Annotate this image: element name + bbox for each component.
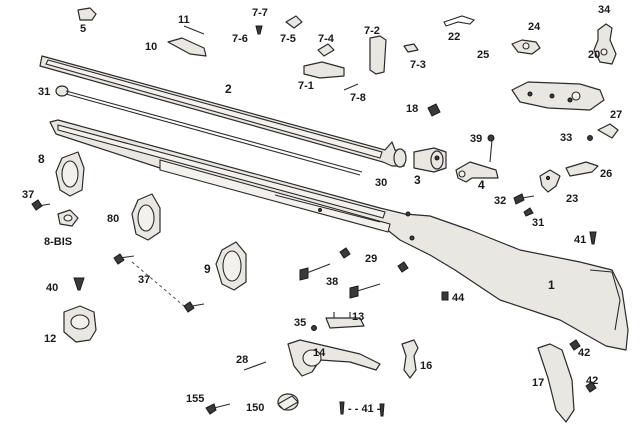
bolster-part — [455, 161, 499, 183]
trigger-part — [401, 339, 419, 379]
nipple-part — [427, 103, 441, 117]
label-7-3: 7-3 — [410, 59, 426, 71]
label-37-upper: 37 — [22, 189, 34, 201]
label-155: 155 — [186, 393, 204, 405]
label-29: 29 — [365, 253, 377, 265]
label-20: 20 — [588, 49, 600, 61]
sear-spring-part — [565, 161, 599, 177]
bridle-part — [597, 123, 619, 139]
label-3: 3 — [414, 173, 421, 187]
label-17: 17 — [532, 377, 544, 389]
label-8: 8 — [38, 152, 45, 166]
butt-plate-part — [537, 343, 575, 423]
screw-155-part — [205, 403, 231, 415]
label-5: 5 — [80, 23, 86, 35]
stock-part — [49, 119, 629, 351]
band-80-part — [131, 193, 161, 241]
label-11: 11 — [178, 14, 190, 26]
forend-cap-part — [63, 305, 97, 343]
label-14: 14 — [313, 347, 326, 359]
label-150: 150 — [246, 402, 264, 414]
label-23: 23 — [566, 193, 578, 205]
label-27: 27 — [610, 109, 622, 121]
pin-28-part — [243, 361, 267, 371]
label-24: 24 — [528, 21, 541, 33]
screws-42-part — [569, 339, 597, 393]
mainspring-part — [443, 15, 476, 27]
label-32: 32 — [494, 195, 506, 207]
label-33: 33 — [560, 132, 572, 144]
sear-part — [539, 169, 561, 193]
label-9: 9 — [204, 262, 211, 276]
pin-39-part — [487, 134, 495, 163]
label-80: 80 — [107, 213, 119, 225]
label-31-ramrod: 31 — [38, 86, 50, 98]
pin-44-part — [441, 291, 449, 301]
label-28: 28 — [236, 354, 248, 366]
label-38: 38 — [326, 276, 338, 288]
front-sight-part — [77, 7, 97, 21]
trigger-guard-part — [287, 339, 381, 377]
ramrod-part — [55, 85, 363, 176]
label-26: 26 — [600, 168, 612, 180]
lock-plate-part — [511, 81, 605, 111]
label-41-bottom: - - 41 - — [348, 403, 381, 415]
label-18: 18 — [406, 103, 418, 115]
lock-screws-part — [513, 193, 535, 217]
band-8bis-part — [57, 209, 79, 227]
label-13: 13 — [352, 311, 364, 323]
screw-33-part — [587, 135, 593, 141]
label-40: 40 — [46, 282, 58, 294]
band-screws-part — [31, 199, 205, 313]
label-7-5: 7-5 — [280, 33, 296, 45]
label-7-7: 7-7 — [252, 7, 268, 19]
label-37-lower: 37 — [138, 274, 150, 286]
label-42-upper: 42 — [578, 347, 590, 359]
label-7-4: 7-4 — [318, 33, 335, 45]
label-42-lower: 42 — [586, 375, 598, 387]
tumbler-part — [511, 39, 541, 55]
rear-sight-part — [167, 15, 419, 91]
label-35: 35 — [294, 317, 306, 329]
barrel-part — [39, 55, 407, 168]
label-41-right: 41 — [574, 234, 586, 246]
breech-plug-part — [413, 147, 447, 173]
cone-40-part — [73, 277, 85, 291]
band-8-part — [55, 151, 85, 197]
tang-screws-part — [299, 247, 409, 299]
label-39: 39 — [470, 133, 482, 145]
label-30: 30 — [375, 177, 387, 189]
label-22: 22 — [448, 31, 460, 43]
label-34: 34 — [598, 4, 611, 16]
trigger-plate-part — [311, 312, 365, 331]
label-25: 25 — [477, 49, 489, 61]
screw-41-part — [589, 231, 597, 245]
screws-41-part — [339, 401, 385, 417]
label-31-lock: 31 — [532, 217, 544, 229]
swivel-150-part — [277, 393, 299, 411]
label-7-6: 7-6 — [232, 33, 248, 45]
label-12: 12 — [44, 333, 56, 345]
part-labels: 1 2 3 4 5 7-1 7-2 7-3 7-4 7-5 7-6 7-7 7-… — [22, 4, 622, 415]
band-9-part — [215, 241, 247, 291]
label-7-2: 7-2 — [364, 25, 380, 37]
label-7-1: 7-1 — [298, 80, 314, 92]
label-4: 4 — [478, 178, 485, 192]
label-16: 16 — [420, 360, 432, 372]
label-8-bis: 8-BIS — [44, 236, 72, 248]
label-1: 1 — [548, 278, 555, 292]
label-7-8: 7-8 — [350, 92, 366, 104]
label-44: 44 — [452, 292, 465, 304]
hammer-part — [593, 23, 617, 65]
label-10: 10 — [145, 41, 157, 53]
label-2: 2 — [225, 82, 232, 96]
